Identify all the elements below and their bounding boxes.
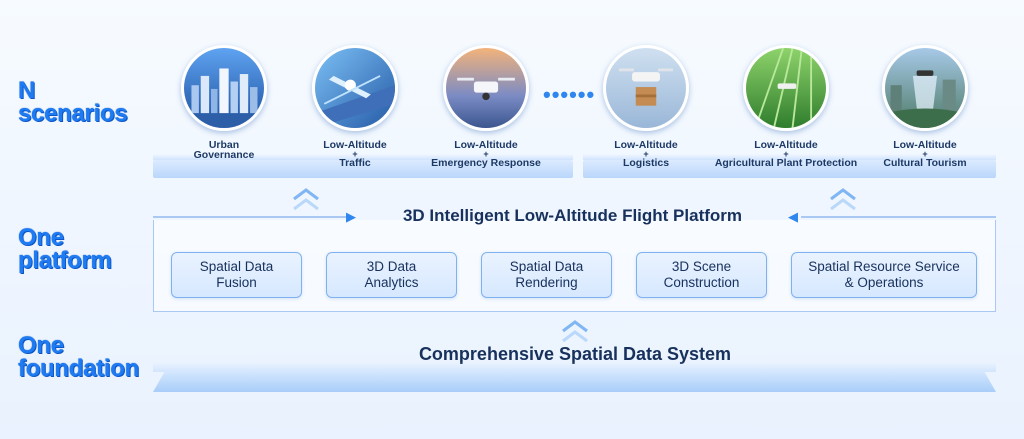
scenario-band-right	[583, 154, 996, 178]
scenario-caption-logistics: Low-Altitude+Logistics	[614, 139, 678, 169]
scenario-band-left	[153, 154, 573, 178]
foundation-title: Comprehensive Spatial Data System	[418, 344, 732, 364]
more-scenarios-ellipsis: ••••••	[543, 82, 596, 107]
arrow-left-icon: ◀	[788, 209, 798, 224]
tourism-drone-icon	[882, 45, 968, 131]
traffic-drone-icon	[312, 45, 398, 131]
platform-top-border	[153, 214, 996, 220]
foundation-bar	[153, 370, 996, 392]
chevron-up-icon	[560, 318, 590, 346]
urban-skyline-icon	[181, 45, 267, 131]
scenario-caption-tourism: Low-Altitude+Cultural Tourism	[883, 139, 967, 169]
scenario-caption-emergency: Low-Altitude+Emergency Response	[431, 139, 541, 169]
delivery-drone-icon	[603, 45, 689, 131]
platform-title: 3D Intelligent Low-Altitude Flight Platf…	[402, 206, 743, 225]
scenario-caption-agriculture: Low-Altitude+Agricultural Plant Protecti…	[714, 139, 858, 169]
arrow-right-icon: ▶	[346, 209, 356, 224]
scenario-caption-traffic: Low-Altitude+Traffic	[323, 139, 387, 169]
emergency-drone-icon	[443, 45, 529, 131]
module-spatial-resource-service: Spatial Resource Service& Operations	[791, 252, 977, 298]
foundation-glow	[153, 362, 996, 372]
chevron-up-icon	[291, 186, 321, 214]
farm-drone-icon	[743, 45, 829, 131]
chevron-up-icon	[828, 186, 858, 214]
